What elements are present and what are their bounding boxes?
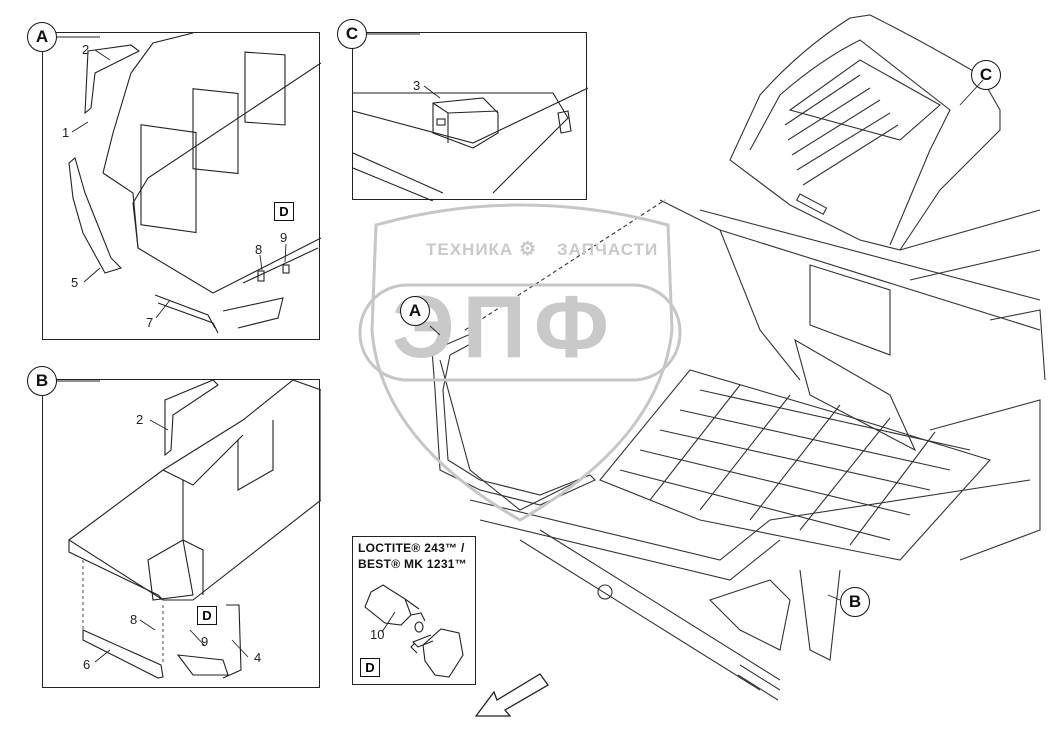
detail-d-box-loctite: D [360,658,380,677]
loctite-drawing [364,584,464,678]
part-number-10-d: 10 [370,627,385,642]
part-number-3-c: 3 [413,78,421,93]
part-number-8-a: 8 [255,242,263,257]
panel-c-drawing [352,87,589,202]
part-number-8-b: 8 [130,612,138,627]
detail-d-box-b: D [197,606,217,625]
part-number-4-b: 4 [254,650,262,665]
callout-c-panel: C [337,19,367,49]
callout-b-main: B [840,587,870,617]
callout-b-panel: B [27,366,57,396]
callout-a-main: A [400,296,430,326]
panel-a-drawing [68,32,322,334]
part-number-9-a: 9 [280,230,288,245]
part-number-5-a: 5 [71,275,79,290]
panel-c [352,32,589,202]
panel-b [42,379,322,688]
watermark-brand-right: ЗАПЧАСТИ [557,240,659,259]
loctite-label-line2: BEST® MK 1231™ [358,557,468,571]
watermark-logo: ЭПФ [392,277,617,376]
part-number-2-a: 2 [82,42,90,57]
part-number-7-a: 7 [146,315,154,330]
part-number-9-b: 9 [201,634,209,649]
part-number-2-b: 2 [136,412,144,427]
detail-d-box-a: D [274,202,294,221]
part-number-1-a: 1 [62,125,70,140]
gear-icon: ⚙ [519,239,538,260]
part-number-6-b: 6 [83,657,91,672]
callout-a-panel: A [27,22,57,52]
loctite-label-line1: LOCTITE® 243™ / [358,541,465,555]
callout-c-main: C [971,60,1001,90]
watermark-brand-left: ТЕХНИКА [426,240,514,259]
panel-a [42,32,322,340]
